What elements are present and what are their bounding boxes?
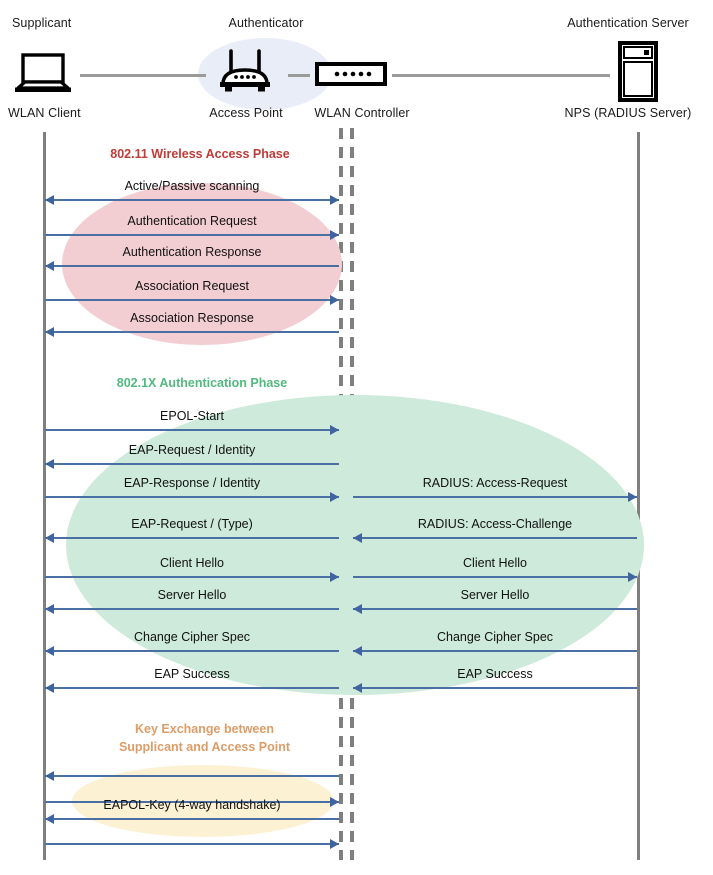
message-line: [353, 608, 637, 610]
device-label-access-point: Access Point: [209, 106, 283, 120]
message-label: Client Hello: [463, 556, 527, 570]
lifeline-auth-server: [637, 132, 640, 860]
message-label: EPOL-Start: [160, 409, 224, 423]
arrowhead-right: [628, 492, 637, 502]
arrowhead-left: [45, 771, 54, 781]
message-line: [45, 687, 339, 689]
message-label: EAP-Response / Identity: [123, 476, 261, 490]
message-label: Client Hello: [160, 556, 224, 570]
arrowhead-left: [45, 683, 54, 693]
arrowhead-left: [353, 646, 362, 656]
message-line: [45, 199, 339, 201]
message-label: EAP-Request / (Type): [131, 517, 253, 531]
arrowhead-left: [45, 195, 54, 205]
message-line: [45, 650, 339, 652]
message-line: [353, 687, 637, 689]
message-line: [353, 537, 637, 539]
role-title-authentication-server: Authentication Server: [567, 16, 689, 30]
laptop-icon: [12, 52, 74, 94]
arrowhead-left: [45, 327, 54, 337]
device-label-wlan-controller: WLAN Controller: [314, 106, 410, 120]
arrowhead-right: [628, 572, 637, 582]
arrowhead-left: [45, 646, 54, 656]
phase-title-phase-80211: 802.11 Wireless Access Phase: [110, 147, 290, 161]
wlan-controller-icon: [315, 61, 387, 88]
message-label: EAP Success: [154, 667, 230, 681]
message-line: [45, 608, 339, 610]
link-controller-to-server: [392, 74, 610, 77]
message-line: [45, 843, 339, 845]
message-label: Active/Passive scanning: [124, 179, 260, 193]
message-label: Authentication Response: [122, 245, 262, 259]
arrowhead-left: [353, 533, 362, 543]
device-label-nps-radius-server-: NPS (RADIUS Server): [564, 106, 692, 120]
message-label: EAPOL-Key (4-way handshake): [103, 798, 281, 812]
device-label-wlan-client: WLAN Client: [8, 106, 81, 120]
arrowhead-left: [353, 604, 362, 614]
arrowhead-left: [45, 459, 54, 469]
message-line: [45, 775, 339, 777]
arrowhead-left: [45, 261, 54, 271]
message-label: Server Hello: [157, 588, 227, 602]
message-line: [45, 299, 339, 301]
message-line: [45, 818, 339, 820]
arrowhead-right: [330, 797, 339, 807]
message-label: Association Response: [130, 311, 254, 325]
server-icon: [617, 41, 659, 103]
phase-title-phase-key: Key Exchange between Supplicant and Acce…: [118, 722, 291, 754]
link-ap-to-controller: [288, 74, 310, 77]
phase-ellipse-80211: [62, 183, 342, 345]
arrowhead-right: [330, 195, 339, 205]
message-line: [45, 265, 339, 267]
message-label: Authentication Request: [127, 214, 257, 228]
message-line: [353, 496, 637, 498]
message-label: Server Hello: [460, 588, 530, 602]
message-line: [45, 463, 339, 465]
message-line: [353, 576, 637, 578]
message-label: Association Request: [135, 279, 249, 293]
arrowhead-left: [45, 814, 54, 824]
link-client-to-ap: [80, 74, 206, 77]
phase-ellipse-8021x: [66, 395, 644, 695]
message-label: Change Cipher Spec: [133, 630, 251, 644]
message-label: RADIUS: Access-Request: [422, 476, 568, 490]
arrowhead-right: [330, 572, 339, 582]
message-line: [353, 650, 637, 652]
arrowhead-right: [330, 839, 339, 849]
arrowhead-left: [353, 683, 362, 693]
arrowhead-left: [45, 533, 54, 543]
message-line: [45, 801, 339, 803]
message-line: [45, 496, 339, 498]
phase-title-phase-8021x: 802.1X Authentication Phase: [116, 376, 288, 390]
arrowhead-right: [330, 295, 339, 305]
role-title-supplicant: Supplicant: [12, 16, 72, 30]
message-line: [45, 331, 339, 333]
arrowhead-right: [330, 425, 339, 435]
arrowhead-right: [330, 230, 339, 240]
message-line: [45, 234, 339, 236]
arrowhead-left: [45, 604, 54, 614]
message-label: Change Cipher Spec: [436, 630, 554, 644]
message-label: RADIUS: Access-Challenge: [417, 517, 573, 531]
message-label: EAP-Request / Identity: [128, 443, 256, 457]
role-title-authenticator: Authenticator: [228, 16, 304, 30]
lifeline-supplicant: [43, 132, 46, 860]
message-line: [45, 429, 339, 431]
message-line: [45, 537, 339, 539]
arrowhead-right: [330, 492, 339, 502]
message-label: EAP Success: [457, 667, 533, 681]
message-line: [45, 576, 339, 578]
access-point-icon: [214, 48, 276, 94]
